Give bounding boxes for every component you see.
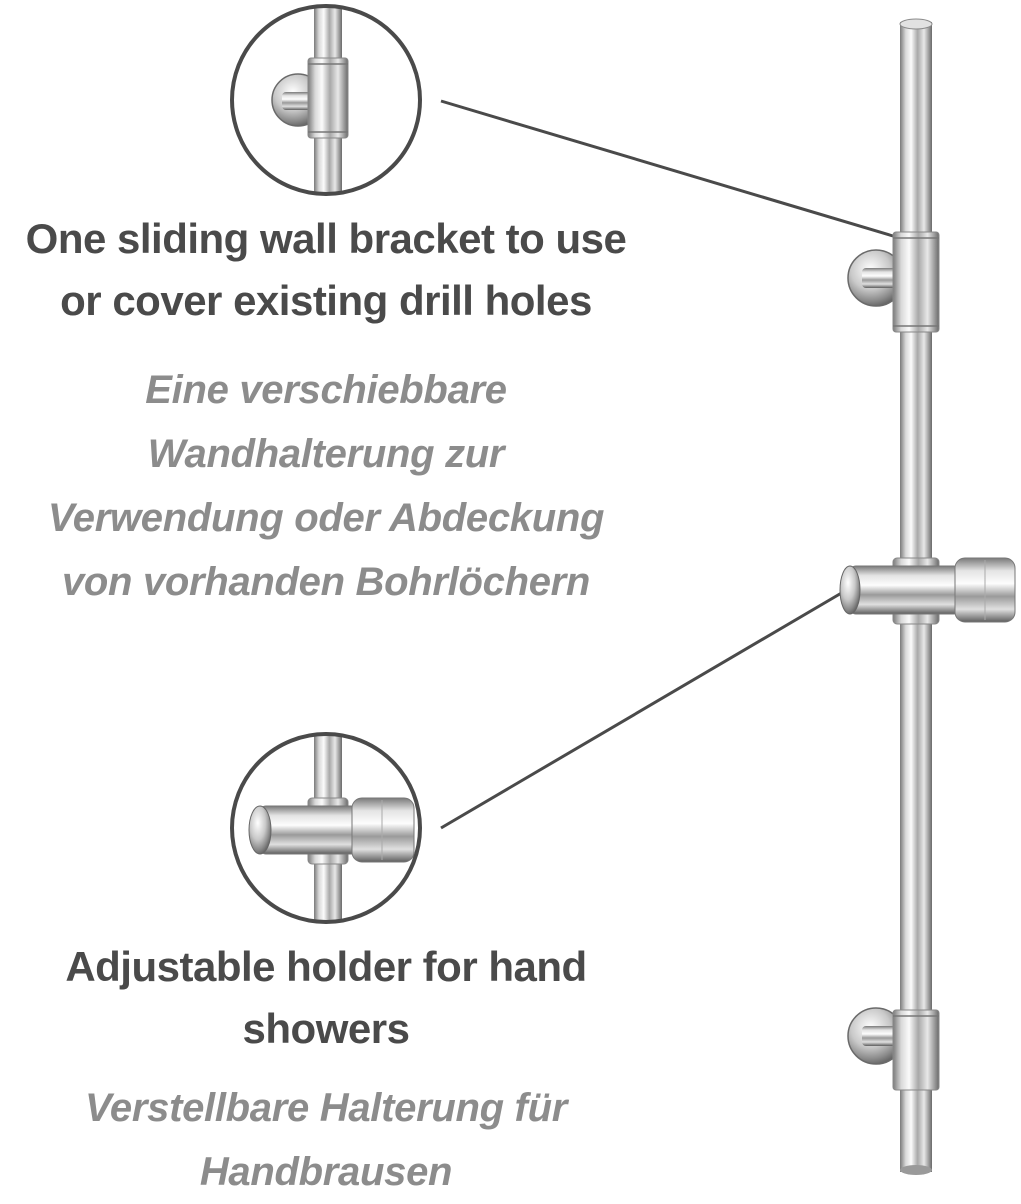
callout-bottom-german-line-2: Handbrausen (199, 1150, 453, 1194)
callout-line-top (440, 99, 894, 238)
callout-top-german: Eine verschiebbare Wandhalterung zur Ver… (0, 358, 652, 614)
callout-bottom-text: Adjustable holder for hand showers Verst… (0, 936, 652, 1204)
wall-bracket-icon (230, 4, 422, 196)
callout-top-german-line-1: Eine verschiebbare (145, 368, 507, 412)
callout-line-bottom (440, 586, 851, 830)
callout-top-german-line-2: Wandhalterung zur (147, 432, 505, 476)
callout-bottom-german-line-1: Verstellbare Halterung für (85, 1086, 567, 1130)
hand-shower-holder-icon (230, 732, 422, 924)
callout-top-german-line-3: Verwendung oder Abdeckung (47, 496, 605, 540)
shower-rail-icon (839, 18, 1016, 1175)
rail-wall-bracket-bottom (847, 1007, 940, 1091)
callout-top-english: One sliding wall bracket to use or cover… (0, 208, 652, 332)
callout-bottom-english: Adjustable holder for hand showers (0, 936, 652, 1060)
rail-hand-shower-holder (839, 557, 1016, 625)
rail-wall-bracket-top (847, 231, 940, 333)
callout-top-english-line-1: One sliding wall bracket to use (25, 215, 627, 262)
callout-bottom-english-line-2: showers (242, 1005, 410, 1052)
callout-bottom-english-line-1: Adjustable holder for hand (65, 943, 587, 990)
callout-top-english-line-2: or cover existing drill holes (60, 277, 592, 324)
callout-top-german-line-4: von vorhanden Bohrlöchern (61, 560, 591, 604)
callout-top-text: One sliding wall bracket to use or cover… (0, 208, 652, 614)
callout-bottom-german: Verstellbare Halterung für Handbrausen (0, 1076, 652, 1204)
